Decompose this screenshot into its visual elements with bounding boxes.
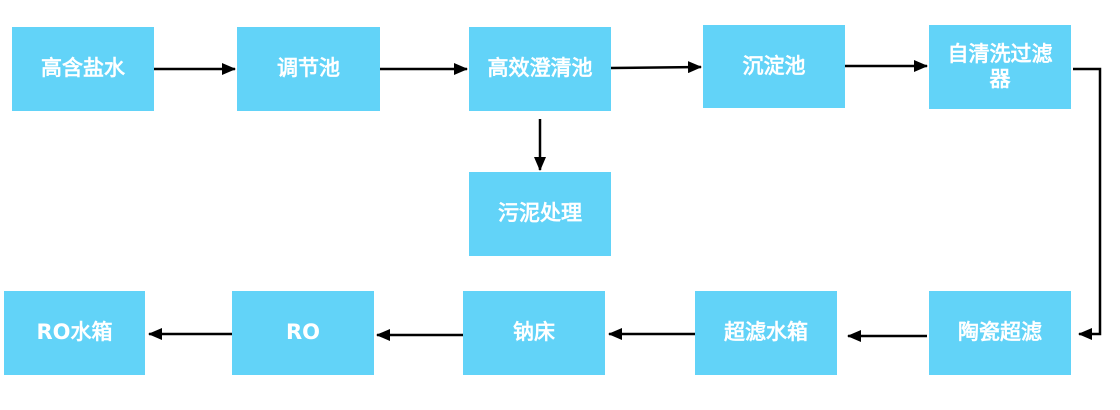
node-self-cleaning-filter: 自清洗过滤器: [929, 25, 1071, 109]
node-label: 高含盐水: [41, 56, 125, 81]
node-label: RO: [285, 320, 321, 345]
node-label: 沉淀池: [742, 53, 806, 78]
arrow-filter-to-ceramic-ultrafiltration: [1073, 67, 1102, 340]
node-label: 高效澄清池: [487, 56, 593, 81]
arrow-clarifier-to-sedimentation-tank: [610, 61, 702, 74]
node-regulating-tank: 调节池: [237, 27, 380, 111]
node-label: 污泥处理: [498, 201, 582, 226]
node-ceramic-ultrafiltration: 陶瓷超滤: [929, 291, 1071, 375]
node-label: 超滤水箱: [724, 320, 808, 345]
node-label: 钠床: [513, 320, 555, 345]
node-label: 调节池: [277, 56, 340, 81]
node-ultrafiltration-tank: 超滤水箱: [695, 291, 837, 375]
node-sodium-bed: 钠床: [463, 291, 605, 375]
node-sedimentation-tank: 沉淀池: [703, 25, 845, 108]
node-sludge-treatment: 污泥处理: [469, 172, 611, 256]
node-high-efficiency-clarifier: 高效澄清池: [469, 27, 611, 111]
node-label: 自清洗过滤器: [947, 41, 1053, 91]
node-ro: RO: [232, 291, 374, 375]
node-high-salinity-water: 高含盐水: [12, 27, 154, 111]
node-ro-tank: RO水箱: [4, 291, 145, 375]
node-label: RO水箱: [36, 320, 113, 345]
node-label: 陶瓷超滤: [958, 320, 1042, 345]
